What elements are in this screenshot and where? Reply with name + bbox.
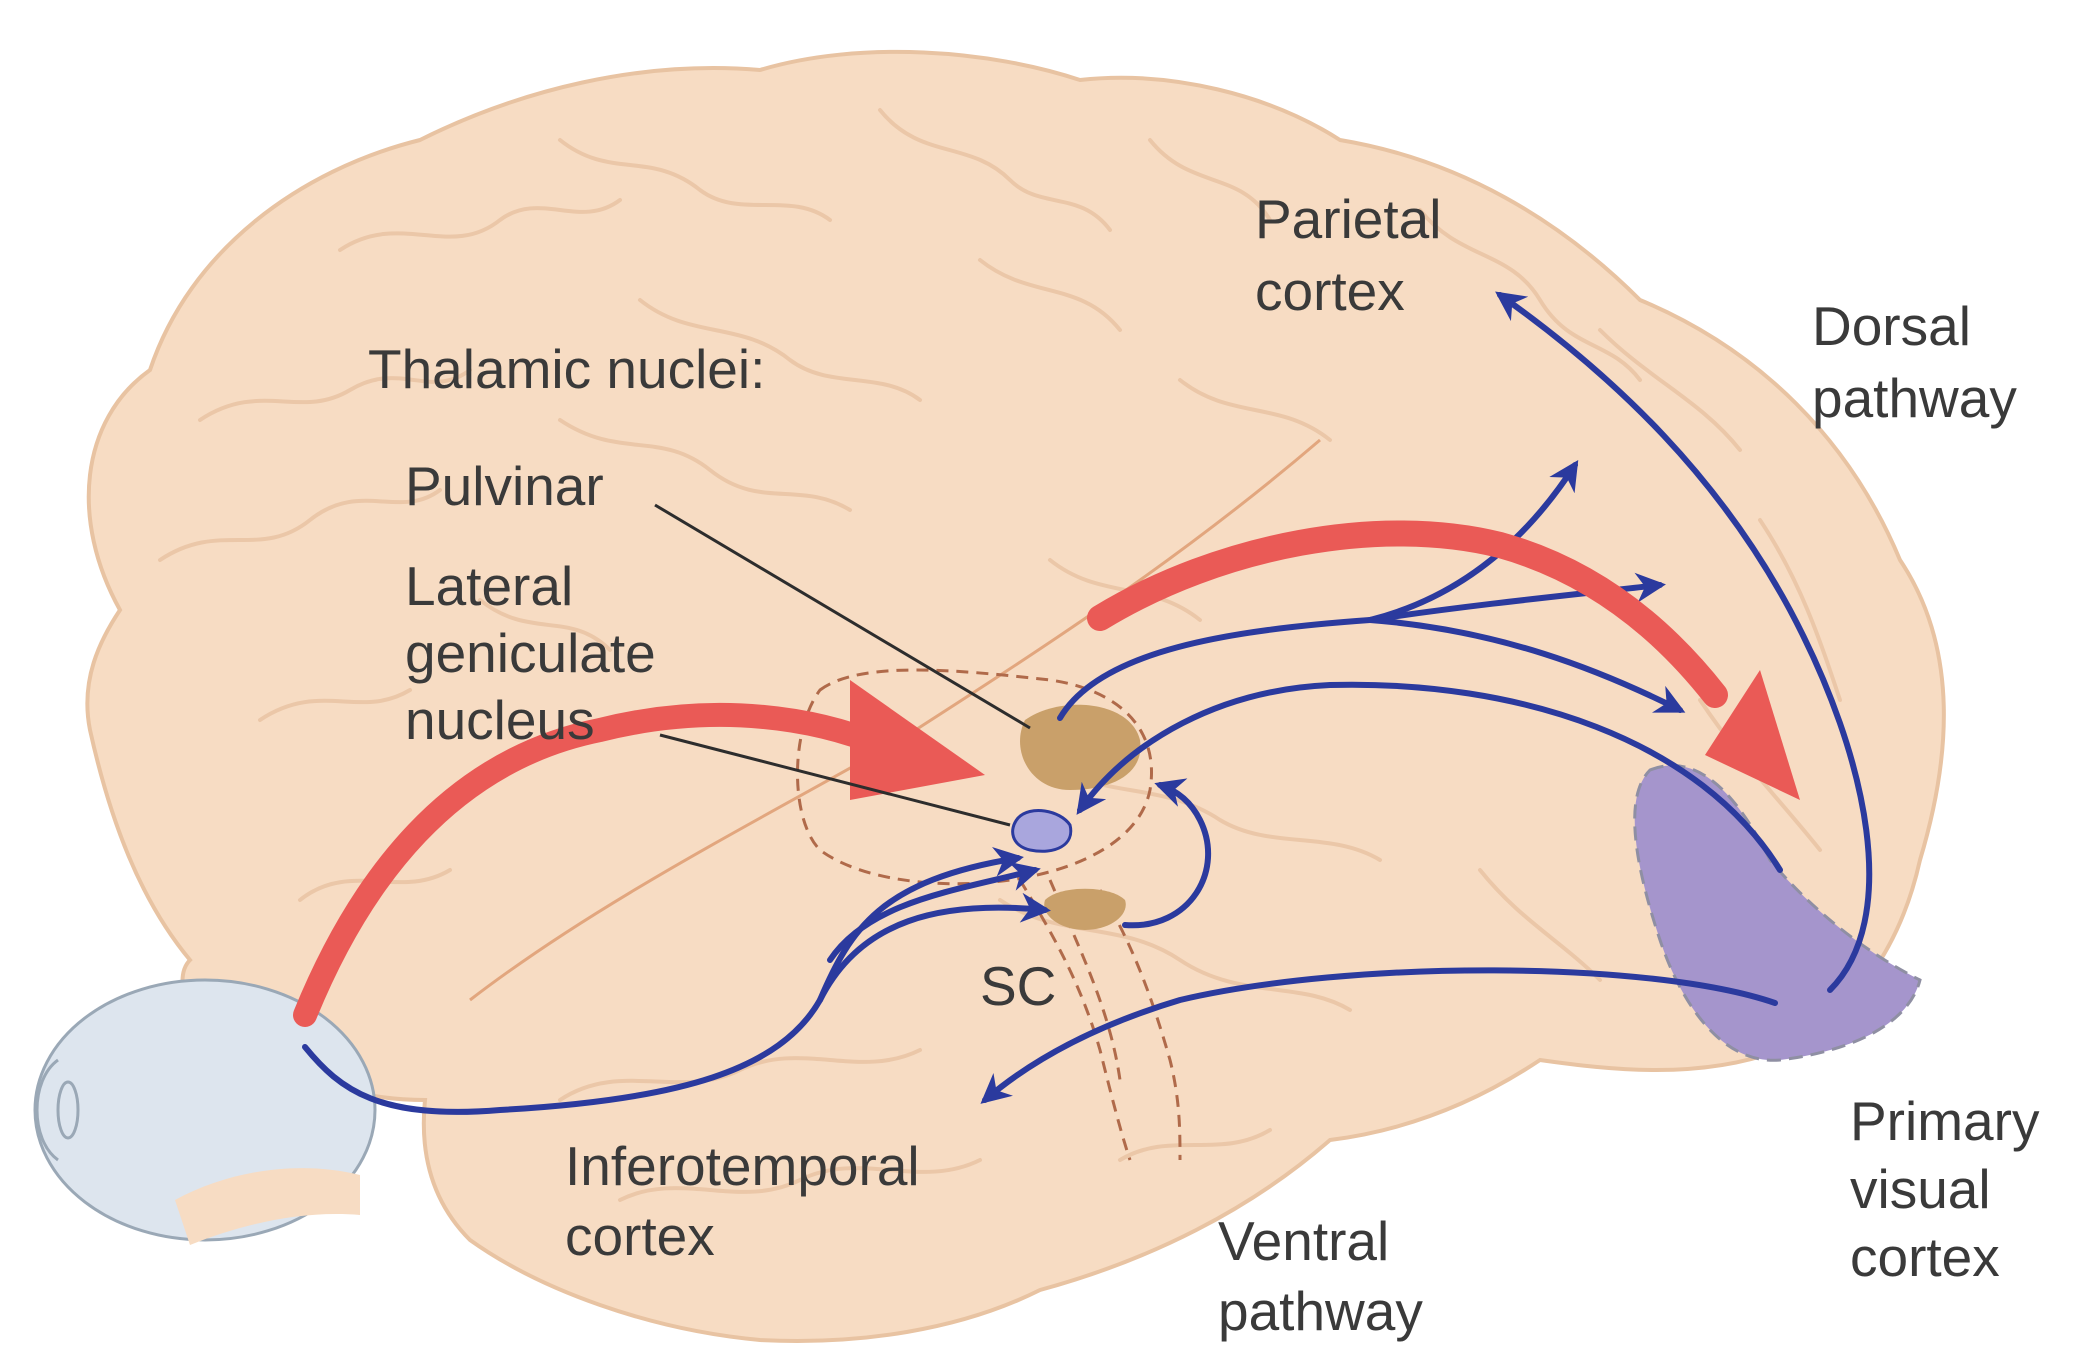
primary-visual-cortex-label-line-2: visual [1850, 1158, 1991, 1220]
lgn-label-line-3: nucleus [405, 689, 595, 751]
eye [35, 980, 375, 1245]
ventral-pathway-label-line-1: Ventral [1218, 1210, 1389, 1272]
parietal-cortex-label-line-1: Parietal [1255, 188, 1441, 250]
thalamic-nuclei-label: Thalamic nuclei: [368, 338, 765, 400]
sc-label: SC [980, 955, 1056, 1017]
pulvinar-nucleus [1020, 705, 1140, 790]
primary-visual-cortex-label-line-3: cortex [1850, 1226, 2000, 1288]
lgn-label-line-1: Lateral [405, 555, 573, 617]
inferotemporal-label-line-1: Inferotemporal [565, 1135, 920, 1197]
pulvinar-label: Pulvinar [405, 455, 604, 517]
primary-visual-cortex-label-line-1: Primary [1850, 1090, 2040, 1152]
ventral-pathway-label: Ventral pathway [1218, 1210, 1423, 1342]
inferotemporal-label-line-2: cortex [565, 1205, 715, 1267]
ventral-pathway-label-line-2: pathway [1218, 1280, 1423, 1342]
dorsal-pathway-label-line-2: pathway [1812, 367, 2017, 429]
dorsal-pathway-label-line-1: Dorsal [1812, 295, 1971, 357]
lateral-geniculate-nucleus [1013, 811, 1071, 852]
parietal-cortex-label-line-2: cortex [1255, 260, 1405, 322]
lgn-label-line-2: geniculate [405, 622, 656, 684]
primary-visual-cortex-label: Primary visual cortex [1850, 1090, 2055, 1288]
dorsal-pathway-label: Dorsal pathway [1812, 295, 2017, 429]
